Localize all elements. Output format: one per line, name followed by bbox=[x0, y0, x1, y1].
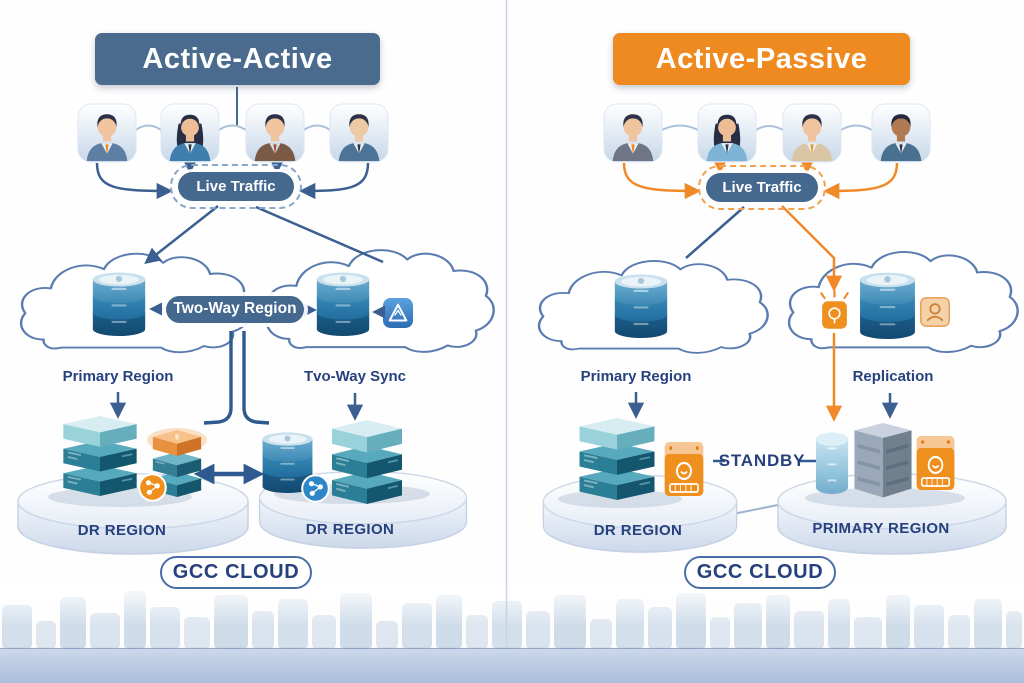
two-way-region-pill: Two-Way Region bbox=[166, 296, 304, 323]
live-traffic-arrow bbox=[95, 162, 173, 200]
avatar bbox=[782, 103, 842, 163]
left-dr-platform-2 bbox=[258, 420, 468, 549]
active-active-banner: Active-Active bbox=[95, 33, 380, 85]
avatar bbox=[871, 103, 931, 163]
avatar bbox=[160, 103, 220, 163]
app-replica-icon bbox=[920, 297, 950, 327]
left-dr-platform-1 bbox=[17, 416, 249, 555]
primary-region-label-left: Primary Region bbox=[62, 368, 174, 386]
avatar-link-lines bbox=[135, 124, 331, 131]
active-passive-banner: Active-Passive bbox=[613, 33, 910, 85]
server-stack-icon bbox=[331, 420, 403, 504]
avatar bbox=[77, 103, 137, 163]
live-traffic-arrow bbox=[622, 162, 701, 200]
database-icon bbox=[92, 272, 146, 336]
dr-region-label-3: DR REGION bbox=[593, 522, 683, 540]
app-sync-icon bbox=[383, 298, 413, 328]
dr-region-label-1: DR REGION bbox=[77, 522, 167, 540]
sync-funnel-line bbox=[203, 331, 233, 425]
primary-region-label-right: Primary Region bbox=[580, 368, 692, 386]
avatar bbox=[245, 103, 305, 163]
standby-label: STANDBY bbox=[718, 451, 806, 471]
dr-region-label-2: DR REGION bbox=[305, 521, 395, 539]
avatar bbox=[697, 103, 757, 163]
live-traffic-arrow bbox=[299, 162, 370, 200]
avatar-link-lines bbox=[661, 124, 873, 131]
replication-arrow bbox=[781, 205, 843, 292]
avatar bbox=[603, 103, 663, 163]
right-dr-platform bbox=[542, 418, 738, 553]
user-avatars-right bbox=[603, 103, 931, 163]
standby-appliance-icon bbox=[663, 440, 705, 498]
traffic-to-cloud-arrow bbox=[144, 205, 219, 265]
gcc-cloud-pill-left: GCC CLOUD bbox=[160, 556, 312, 589]
right-connectors bbox=[622, 124, 899, 515]
failover-badge-icon bbox=[138, 473, 167, 502]
server-stack-icon bbox=[62, 416, 138, 496]
sync-funnel-line bbox=[242, 331, 270, 425]
right-primary-platform bbox=[777, 422, 1007, 555]
replication-label: Replication bbox=[852, 368, 934, 386]
database-icon bbox=[316, 272, 370, 336]
replication-badge-icon bbox=[301, 474, 330, 503]
primary-region-platform-label: PRIMARY REGION bbox=[812, 520, 950, 538]
gcc-cloud-pill-right: GCC CLOUD bbox=[684, 556, 836, 589]
avatar bbox=[329, 103, 389, 163]
primary-appliance-icon bbox=[915, 434, 956, 492]
server-stack-icon bbox=[578, 418, 656, 500]
database-icon bbox=[614, 274, 668, 338]
traffic-to-cloud-line bbox=[255, 205, 384, 264]
database-standby-icon bbox=[815, 432, 849, 494]
two-way-sync-label: Tvo-Way Sync bbox=[304, 368, 406, 386]
live-traffic-arrow bbox=[823, 162, 899, 200]
database-icon bbox=[860, 272, 915, 339]
city-skyline bbox=[0, 585, 1024, 683]
live-traffic-pill-right: Live Traffic bbox=[698, 165, 826, 210]
left-connectors bbox=[95, 87, 384, 425]
user-avatars-left bbox=[77, 103, 389, 163]
traffic-to-cloud-line bbox=[685, 206, 745, 259]
live-traffic-pill-left: Live Traffic bbox=[170, 164, 302, 209]
server-tower-icon bbox=[854, 422, 912, 498]
